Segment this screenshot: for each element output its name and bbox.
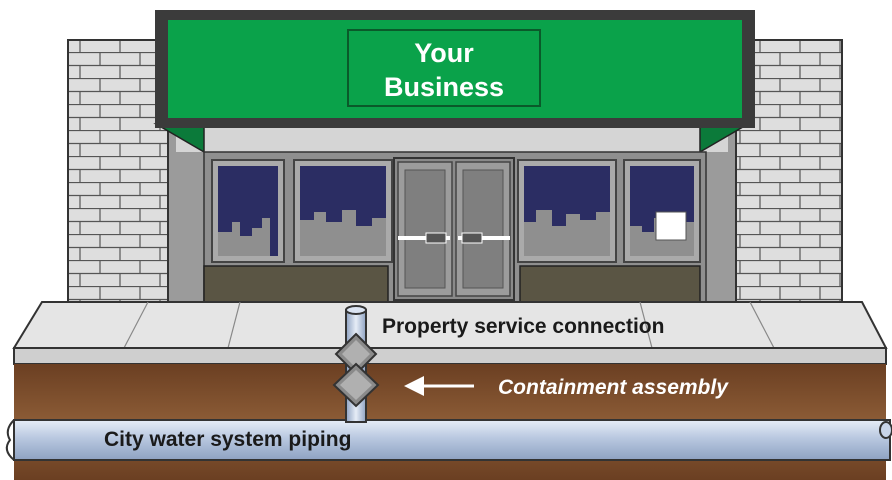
city-water-piping-label: City water system piping — [104, 428, 351, 451]
door-handle — [458, 236, 510, 240]
left-arrow-icon — [404, 376, 474, 396]
business-sign: Your Business — [155, 10, 755, 128]
window-sign-icon — [655, 211, 687, 241]
door-handle — [398, 236, 450, 240]
property-connection-label: Property service connection — [382, 315, 664, 338]
sign-line-2: Business — [384, 72, 504, 102]
containment-assembly-valve-icon — [332, 362, 380, 408]
double-doors — [393, 157, 515, 301]
shop-windows — [211, 159, 701, 263]
city-water-pipe — [5, 419, 892, 461]
window-planters — [203, 265, 701, 303]
containment-assembly-label: Containment assembly — [498, 376, 729, 399]
sign-line-1: Your — [414, 38, 474, 68]
